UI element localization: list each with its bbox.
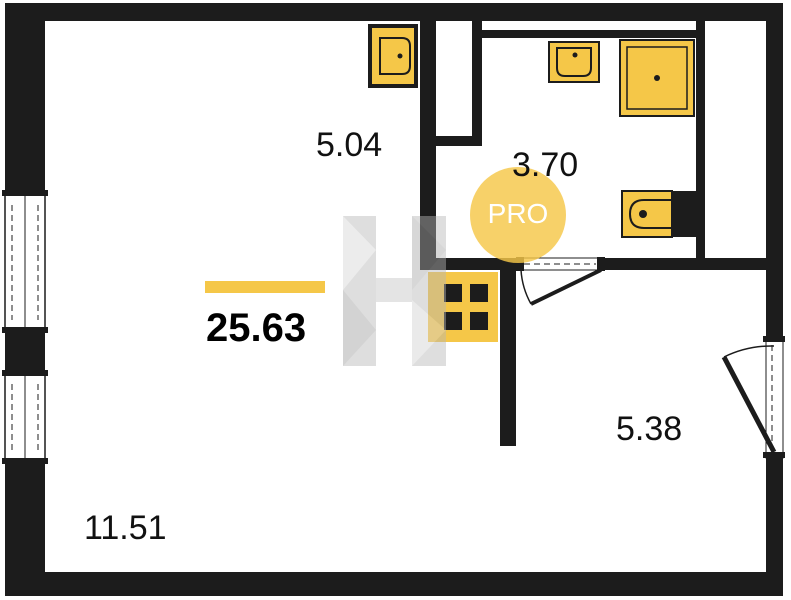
shower-tray-icon	[619, 39, 695, 117]
wall-left-lower	[5, 462, 45, 596]
wall-kitchen-niche-left	[420, 21, 436, 269]
room-area-label: 11.51	[84, 509, 167, 547]
wall-hall-partition	[500, 258, 516, 446]
kitchen-area-label: 5.04	[316, 126, 383, 164]
bathroom-sink-icon	[548, 41, 600, 83]
watermark-logo-icon	[343, 216, 446, 366]
toilet-icon	[621, 190, 696, 238]
pro-badge-label: PRO	[487, 198, 549, 229]
wall-right-upper	[766, 3, 783, 337]
window-left-upper	[2, 190, 48, 333]
wall-niche-right	[472, 21, 482, 146]
hallway-area-label: 5.38	[616, 410, 683, 448]
wall-bottom	[5, 572, 783, 596]
wall-top	[5, 3, 783, 21]
entrance-door	[721, 336, 785, 459]
kitchen-sink-icon	[368, 24, 418, 88]
pro-badge	[470, 167, 566, 263]
stove-icon	[428, 272, 498, 342]
outer-walls	[5, 3, 783, 596]
wall-right-lower	[766, 458, 783, 596]
wall-left-middle	[5, 332, 45, 374]
wall-bath-bottom-right	[600, 258, 766, 270]
total-area-accent-bar	[205, 281, 325, 293]
wall-bath-top	[482, 30, 704, 38]
wall-bath-bottom-left	[420, 258, 520, 270]
window-left-lower	[2, 370, 48, 464]
interior-walls	[420, 21, 766, 446]
bathroom-door	[516, 257, 605, 306]
wall-left-upper	[5, 3, 45, 193]
bathroom-area-label: 3.70	[512, 146, 579, 184]
total-area-value: 25.63	[206, 306, 307, 350]
wall-niche-bottom	[436, 136, 482, 146]
wall-bath-right	[696, 21, 705, 261]
